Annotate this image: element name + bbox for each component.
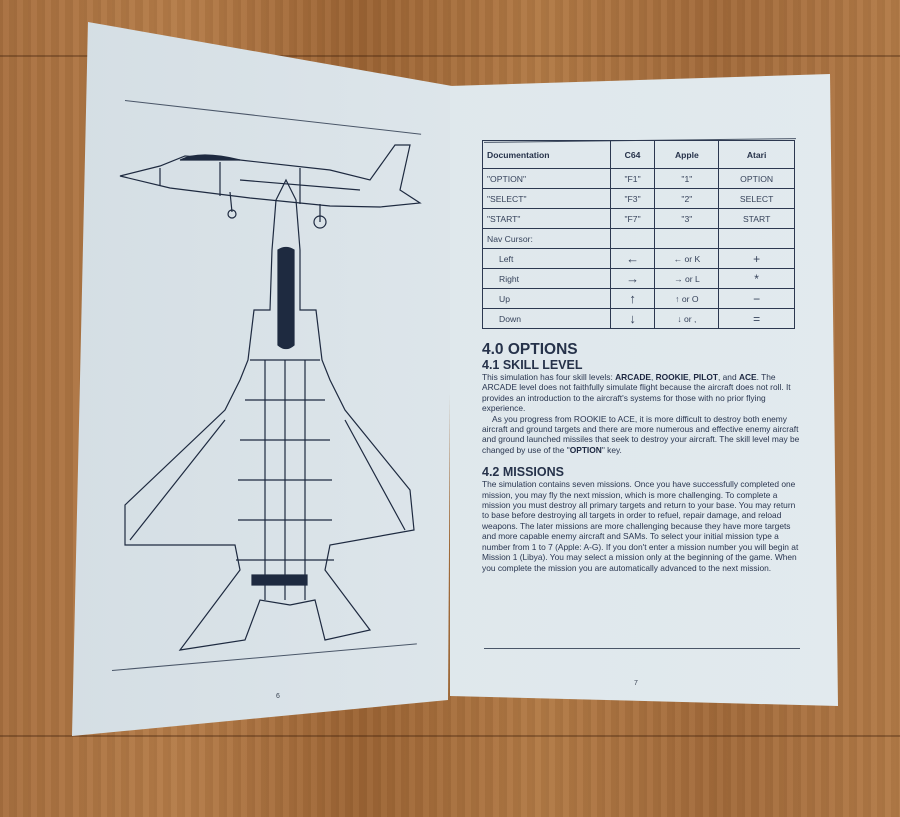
table-cell: Left	[482, 248, 611, 269]
column-header: C64	[609, 140, 656, 169]
wood-seam	[0, 55, 900, 57]
text: ,	[650, 372, 656, 382]
skill-paragraph: This simulation has four skill levels: A…	[482, 372, 800, 414]
wood-seam	[0, 735, 900, 737]
column-header: Atari	[718, 140, 795, 169]
page-content: Documentation C64 Apple Atari "OPTION""F…	[482, 140, 800, 573]
table-cell: *	[718, 268, 795, 289]
table-cell: ↑ or O	[654, 288, 720, 309]
text: ROOKIE	[655, 372, 689, 382]
table-cell: Down	[482, 308, 611, 329]
table-cell: "F1"	[609, 168, 656, 189]
table-cell: Nav Cursor:	[482, 228, 611, 249]
text: ACE	[738, 372, 757, 382]
table-row: Up↑↑ or O−	[482, 288, 795, 309]
table-row: Left←← or K+	[482, 248, 795, 269]
text: ARCADE	[615, 372, 651, 382]
aircraft-plan-view	[124, 178, 415, 651]
table-cell: =	[718, 308, 795, 329]
table-cell: ← or K	[654, 248, 720, 269]
table-cell	[654, 228, 720, 249]
controls-table: Documentation C64 Apple Atari "OPTION""F…	[482, 140, 795, 329]
table-cell: +	[718, 248, 795, 269]
table-cell	[609, 228, 656, 249]
table-cell: Right	[482, 268, 611, 289]
table-cell: "3"	[654, 208, 720, 229]
table-cell: OPTION	[718, 168, 795, 189]
missions-paragraph: The simulation contains seven missions. …	[482, 479, 799, 573]
table-row: Right→→ or L*	[482, 268, 795, 289]
text: This simulation has four skill levels:	[482, 372, 616, 382]
text: As you progress from ROOKIE to ACE, it i…	[482, 413, 800, 455]
column-header: Apple	[654, 140, 720, 169]
page-number: 6	[276, 693, 280, 700]
text: , and	[717, 372, 739, 382]
column-header: Documentation	[482, 140, 611, 169]
table-cell	[718, 228, 795, 249]
down-arrow-icon: ↓	[609, 308, 656, 329]
up-arrow-icon: ↑	[609, 288, 656, 309]
table-cell: SELECT	[718, 188, 795, 209]
table-cell: Up	[482, 288, 611, 309]
table-row: Nav Cursor:	[482, 228, 795, 249]
table-row: "SELECT""F3""2"SELECT	[482, 188, 795, 209]
page-number: 7	[634, 680, 638, 687]
skill-paragraph: As you progress from ROOKIE to ACE, it i…	[482, 414, 800, 456]
table-cell: "2"	[654, 188, 720, 209]
subsection-title: 4.2 MISSIONS	[482, 465, 564, 480]
table-row: "OPTION""F1""1"OPTION	[482, 168, 795, 189]
table-row: "START""F7""3"START	[482, 208, 795, 229]
table-cell: ↓ or ,	[654, 308, 720, 329]
table-cell: "OPTION"	[482, 168, 611, 189]
bottom-rule	[484, 648, 800, 649]
text: PILOT	[693, 372, 718, 382]
table-header-row: Documentation C64 Apple Atari	[482, 140, 795, 169]
table-cell: "SELECT"	[482, 188, 611, 209]
table-cell: −	[718, 288, 795, 309]
subsection-title: 4.1 SKILL LEVEL	[482, 358, 583, 372]
table-cell: "F3"	[609, 188, 656, 209]
section-title: 4.0 OPTIONS	[482, 341, 578, 358]
text: ,	[688, 372, 694, 382]
left-arrow-icon: ←	[609, 248, 656, 269]
text: " key.	[601, 444, 622, 455]
text: . The ARCADE level does not faithfully s…	[482, 372, 791, 414]
aircraft-side-view	[119, 144, 422, 229]
table-cell: → or L	[654, 268, 720, 289]
table-cell: "1"	[654, 168, 720, 189]
table-cell: "F7"	[609, 208, 656, 229]
right-arrow-icon: →	[609, 268, 656, 289]
text: OPTION	[569, 444, 602, 455]
table-cell: "START"	[482, 208, 611, 229]
table-cell: START	[718, 208, 795, 229]
table-row: Down↓↓ or ,=	[482, 308, 795, 329]
